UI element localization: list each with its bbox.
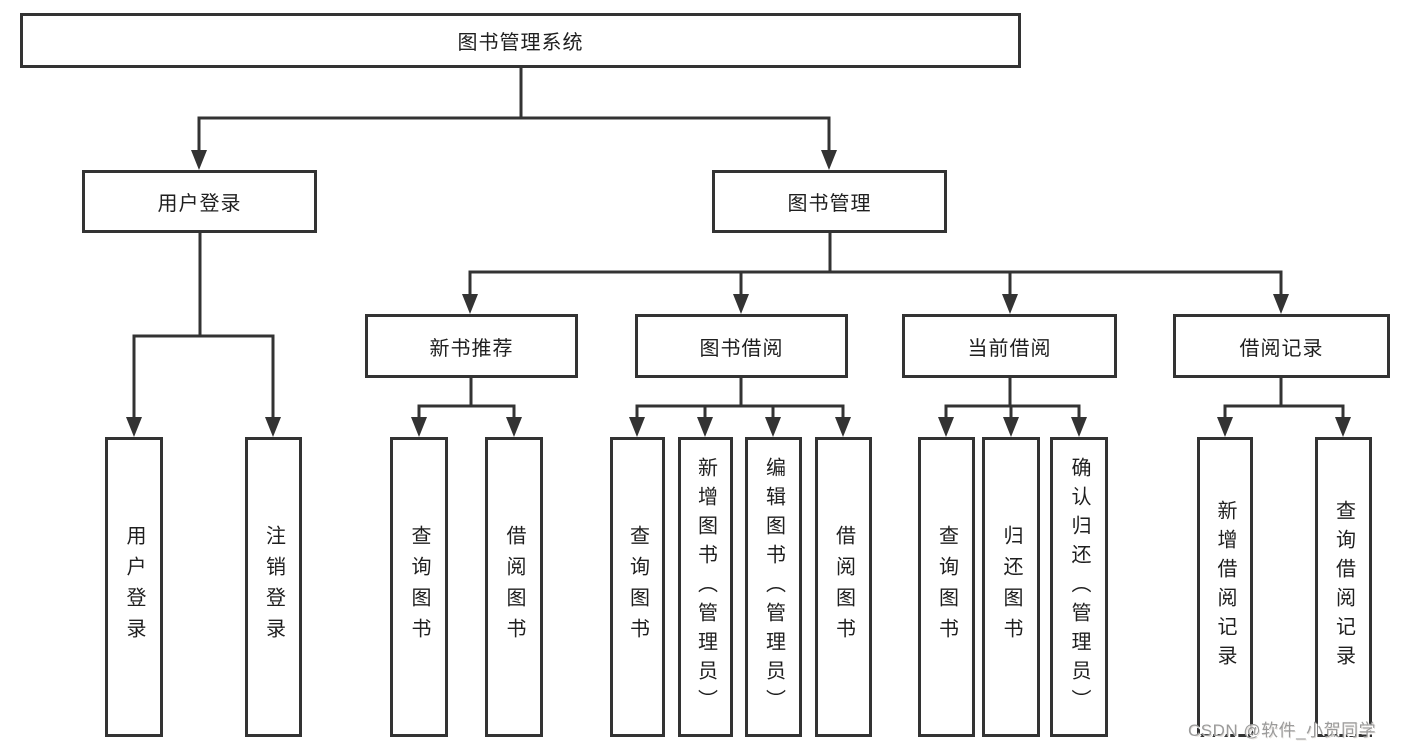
node-label: 用户登录 [157,193,242,215]
leaf-borrow-books: 借阅图书 [815,437,872,737]
leaf-edit-books-admin: 编辑图书（管理员） [745,437,802,737]
leaf-add-borrow-record: 新增借阅记录 [1197,437,1253,737]
leaf-label: 查询图书 [626,525,649,649]
leaf-label: 编辑图书（管理员） [762,456,785,718]
leaf-return-books: 归还图书 [982,437,1040,737]
csdn-watermark: CSDN @软件_小贺同学 [1188,721,1377,740]
node-label: 当前借阅 [967,337,1052,360]
leaf-label: 归还图书 [1000,525,1022,649]
arrowhead-icons [126,150,1351,437]
leaf-label: 新增图书（管理员） [694,456,717,718]
leaf-query-books-recommend: 查询图书 [390,437,448,737]
leaf-label: 确认归还（管理员） [1068,456,1090,718]
leaf-label: 查询借阅记录 [1332,500,1355,674]
node-label: 图书管理系统 [457,32,584,54]
leaf-logout-login: 注销登录 [245,437,302,737]
leaf-confirm-return-admin: 确认归还（管理员） [1050,437,1108,737]
leaf-query-books-current: 查询图书 [918,437,975,737]
leaf-label: 借阅图书 [503,525,525,649]
node-label: 新书推荐 [429,337,514,360]
leaf-label: 查询图书 [935,525,958,649]
node-label: 图书借阅 [699,337,784,360]
leaf-borrow-books-recommend: 借阅图书 [485,437,543,737]
leaf-label: 查询图书 [408,525,430,649]
node-label: 图书管理 [787,193,872,215]
leaf-query-borrow-record: 查询借阅记录 [1315,437,1372,737]
node-current-borrow: 当前借阅 [902,314,1117,378]
node-borrow-records: 借阅记录 [1173,314,1390,378]
node-book-management: 图书管理 [712,170,947,233]
node-book-borrow: 图书借阅 [635,314,848,378]
leaf-user-login: 用户登录 [105,437,163,737]
leaf-label: 新增借阅记录 [1214,500,1236,674]
node-new-book-recommend: 新书推荐 [365,314,578,378]
leaf-query-books-borrow: 查询图书 [610,437,665,737]
node-library-management-system: 图书管理系统 [20,13,1021,68]
leaf-label: 用户登录 [123,525,145,649]
node-user-login: 用户登录 [82,170,317,233]
leaf-label: 注销登录 [262,525,285,649]
leaf-label: 借阅图书 [832,525,855,649]
node-label: 借阅记录 [1239,337,1324,360]
leaf-add-books-admin: 新增图书（管理员） [678,437,733,737]
